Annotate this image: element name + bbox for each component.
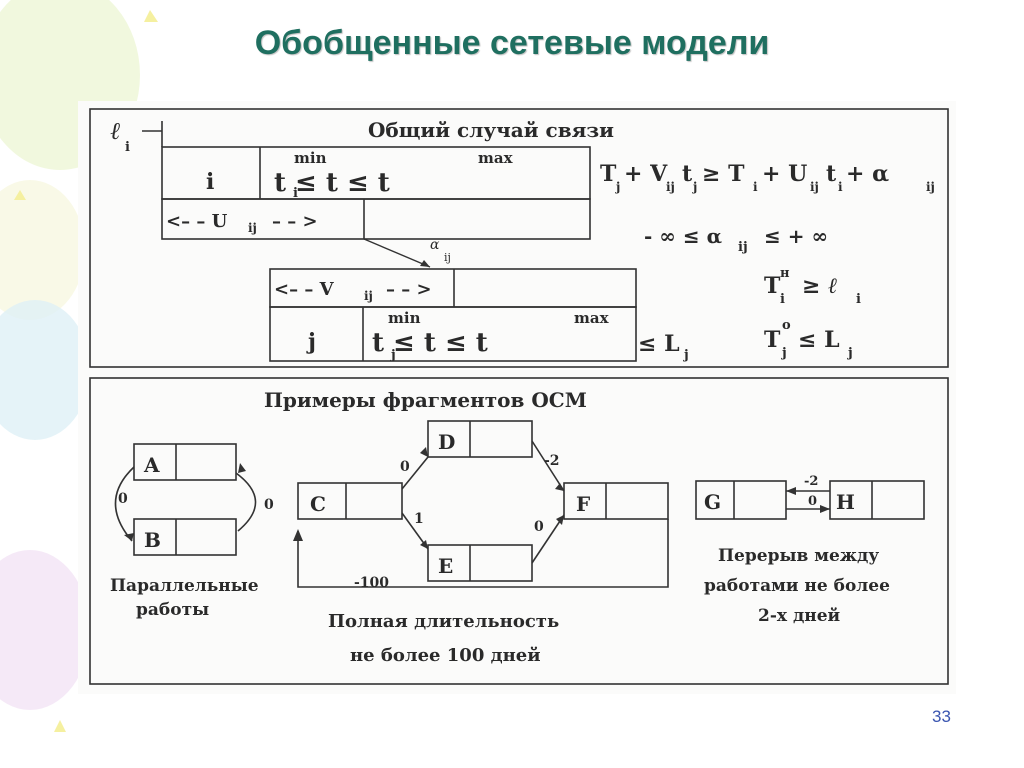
constraint-formula-4: T о j ≤ L j: [764, 318, 853, 361]
svg-text:j: j: [692, 180, 697, 194]
svg-text:1: 1: [414, 511, 424, 527]
node-H: H: [836, 490, 855, 514]
break-caption-3: 2-х дней: [758, 606, 841, 626]
svg-text:max: max: [574, 309, 610, 327]
svg-text:≤ L: ≤ L: [798, 327, 840, 353]
svg-text:i: i: [125, 140, 130, 155]
node-C: C: [310, 492, 326, 516]
svg-text:о: о: [782, 318, 791, 333]
svg-text:– – >: – – >: [272, 211, 318, 232]
break-caption-2: работами не более: [704, 576, 890, 596]
svg-text:j: j: [390, 348, 396, 363]
svg-text:ij: ij: [926, 180, 935, 194]
duration-example: [297, 420, 669, 588]
svg-text:-100: -100: [354, 575, 389, 591]
node-j-id: j: [306, 329, 316, 355]
svg-text:ij: ij: [248, 221, 257, 235]
svg-text:≤ + ∞: ≤ + ∞: [764, 224, 828, 248]
v-ij-label: <– – V: [274, 279, 335, 300]
node-D: D: [438, 430, 455, 454]
examples-heading: Примеры фрагментов ОСМ: [264, 388, 587, 412]
node-F: F: [576, 492, 590, 516]
svg-text:T: T: [764, 273, 781, 299]
svg-text:t: t: [682, 161, 693, 187]
l-j-label: ≤ L: [638, 331, 680, 357]
svg-text:min: min: [294, 149, 327, 167]
svg-text:-2: -2: [544, 453, 560, 469]
svg-text:0: 0: [118, 491, 128, 507]
svg-text:j: j: [615, 180, 620, 194]
slide-title: Обобщенные сетевые модели: [254, 24, 770, 62]
general-case-heading: Общий случай связи: [368, 118, 614, 142]
constraint-formula-2: - ∞ ≤ α ij ≤ + ∞: [644, 224, 828, 255]
svg-text:- ∞ ≤ α: - ∞ ≤ α: [644, 224, 722, 248]
u-ij-label: <– – U: [166, 211, 228, 232]
parallel-example: [114, 443, 257, 556]
node-G: G: [704, 490, 721, 514]
break-caption-1: Перерыв между: [718, 546, 879, 566]
duration-caption-1: Полная длительность: [328, 611, 559, 632]
node-j-inequality: t ≤ t ≤ t: [372, 328, 488, 358]
node-i-id: i: [206, 169, 214, 195]
constraint-formula-3: T н i ≥ ℓ i: [764, 266, 861, 307]
svg-text:0: 0: [808, 494, 817, 509]
svg-text:i: i: [780, 292, 785, 307]
svg-text:0: 0: [264, 497, 274, 513]
svg-text:t: t: [826, 161, 837, 187]
node-E: E: [438, 554, 453, 578]
node-j-box: [269, 268, 637, 362]
svg-text:ij: ij: [364, 289, 373, 303]
svg-text:ij: ij: [444, 251, 451, 264]
svg-text:0: 0: [534, 519, 544, 535]
parallel-caption-1: Параллельные: [110, 576, 259, 596]
svg-text:T: T: [764, 327, 781, 353]
svg-text:ij: ij: [738, 240, 748, 255]
page-number: 33: [932, 707, 951, 726]
general-case-panel: [89, 108, 949, 368]
svg-text:j: j: [781, 346, 787, 361]
node-B: B: [144, 528, 161, 552]
svg-text:+ α: + α: [846, 161, 889, 187]
svg-text:i: i: [838, 180, 843, 194]
svg-text:≥ ℓ: ≥ ℓ: [802, 273, 838, 299]
node-i-inequality: t ≤ t ≤ t: [274, 168, 390, 198]
svg-text:j: j: [683, 348, 689, 363]
svg-text:T: T: [600, 161, 617, 187]
svg-text:ij: ij: [666, 180, 675, 194]
svg-text:≥ T: ≥ T: [702, 161, 745, 187]
svg-text:– – >: – – >: [386, 279, 432, 300]
node-A: A: [143, 453, 160, 477]
alpha-ij-label: α: [430, 237, 440, 253]
svg-text:-2: -2: [804, 474, 818, 489]
svg-text:ij: ij: [810, 180, 819, 194]
examples-panel: [89, 377, 949, 685]
svg-text:+ U: + U: [762, 161, 807, 187]
svg-text:н: н: [780, 266, 790, 281]
svg-text:j: j: [847, 346, 853, 361]
scanned-figure: Общий случай связи ℓ i i t ≤ t ≤ t min m…: [78, 101, 956, 694]
svg-text:i: i: [293, 186, 298, 201]
alpha-link-arrow: [363, 238, 431, 268]
parallel-caption-2: работы: [136, 600, 209, 620]
constraint-formula-1: T j + V ij t j ≥ T i + U ij t i + α ij: [600, 161, 935, 194]
svg-text:max: max: [478, 149, 514, 167]
svg-text:i: i: [753, 180, 758, 194]
node-i-box: [161, 146, 591, 240]
svg-text:i: i: [856, 292, 861, 307]
network-model-figure: Общий случай связи ℓ i i t ≤ t ≤ t min m…: [89, 108, 949, 685]
svg-text:0: 0: [400, 459, 410, 475]
duration-caption-2: не более 100 дней: [350, 645, 541, 666]
l-i-symbol: ℓ: [110, 117, 120, 145]
svg-text:+ V: + V: [624, 161, 668, 187]
svg-text:min: min: [388, 309, 421, 327]
